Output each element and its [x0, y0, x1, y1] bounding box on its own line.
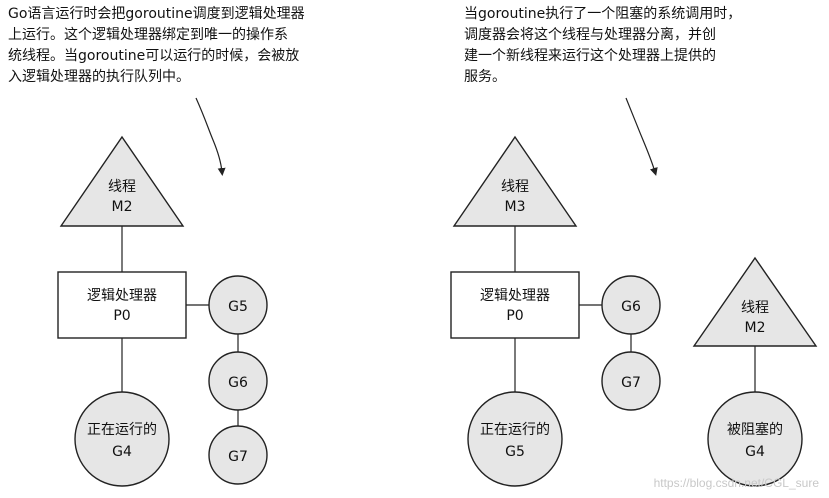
processor-id: P0: [506, 308, 523, 324]
blocked-thread-node: 线程 M2: [692, 256, 818, 347]
goroutine-circle: [707, 391, 803, 487]
thread-label: 线程: [108, 179, 136, 195]
right-caption: 当goroutine执行了一个阻塞的系统调用时， 调度器会将这个线程与处理器分离…: [464, 4, 784, 88]
left-caption-line: 统线程。当goroutine可以运行的时候，会被放: [8, 48, 300, 64]
processor-box: [450, 271, 580, 339]
left-running-goroutine: 正在运行的 G4: [74, 391, 170, 487]
left-queued-goroutine: G7: [208, 425, 268, 485]
blocked-label: 被阻塞的: [727, 421, 783, 438]
left-queued-goroutine: G5: [208, 275, 268, 335]
goroutine-circle: [208, 425, 268, 485]
right-pointer-arrow: [625, 97, 658, 176]
goroutine-id: G6: [228, 375, 248, 391]
left-caption-line: Go语言运行时会把goroutine调度到逻辑处理器: [8, 6, 305, 22]
goroutine-circle: [467, 391, 563, 487]
blocked-goroutine: 被阻塞的 G4: [707, 391, 803, 487]
right-queued-goroutine: G7: [601, 351, 661, 411]
right-caption-line: 调度器会将这个线程与处理器分离，并创: [464, 27, 716, 43]
right-caption-line: 当goroutine执行了一个阻塞的系统调用时，: [464, 6, 742, 22]
left-thread-node: 线程 M2: [59, 135, 185, 227]
running-label: 正在运行的: [87, 422, 157, 438]
running-id: G4: [112, 444, 132, 460]
thread-label: 线程: [501, 179, 529, 195]
thread-label: 线程: [741, 300, 769, 316]
thread-id: M3: [505, 199, 526, 215]
right-caption-line: 建一个新线程来运行这个处理器上提供的: [464, 48, 716, 64]
left-caption-line: 入逻辑处理器的执行队列中。: [8, 69, 190, 85]
processor-box: [57, 271, 187, 339]
left-queued-goroutine: G6: [208, 351, 268, 411]
goroutine-circle: [208, 275, 268, 335]
blocked-id: G4: [745, 444, 765, 460]
left-caption: Go语言运行时会把goroutine调度到逻辑处理器 上运行。这个逻辑处理器绑定…: [8, 4, 358, 88]
goroutine-circle: [601, 351, 661, 411]
goroutine-id: G6: [621, 299, 641, 315]
processor-label: 逻辑处理器: [480, 288, 550, 304]
goroutine-id: G5: [228, 299, 248, 315]
running-id: G5: [505, 444, 525, 460]
left-processor-node: 逻辑处理器 P0: [57, 271, 187, 339]
right-queued-goroutine: G6: [601, 275, 661, 335]
right-running-goroutine: 正在运行的 G5: [467, 391, 563, 487]
goroutine-circle: [601, 275, 661, 335]
goroutine-circle: [74, 391, 170, 487]
right-processor-node: 逻辑处理器 P0: [450, 271, 580, 339]
processor-label: 逻辑处理器: [87, 288, 157, 304]
goroutine-id: G7: [228, 449, 248, 465]
watermark: https://blog.csdn.net/CGL_sure: [653, 476, 819, 490]
goroutine-circle: [208, 351, 268, 411]
thread-id: M2: [112, 199, 133, 215]
left-caption-line: 上运行。这个逻辑处理器绑定到唯一的操作系: [8, 27, 288, 43]
goroutine-id: G7: [621, 375, 641, 391]
running-label: 正在运行的: [480, 422, 550, 438]
right-thread-node: 线程 M3: [452, 135, 578, 227]
left-pointer-arrow: [195, 97, 226, 176]
processor-id: P0: [113, 308, 130, 324]
right-caption-line: 服务。: [464, 69, 506, 85]
thread-id: M2: [745, 320, 766, 336]
